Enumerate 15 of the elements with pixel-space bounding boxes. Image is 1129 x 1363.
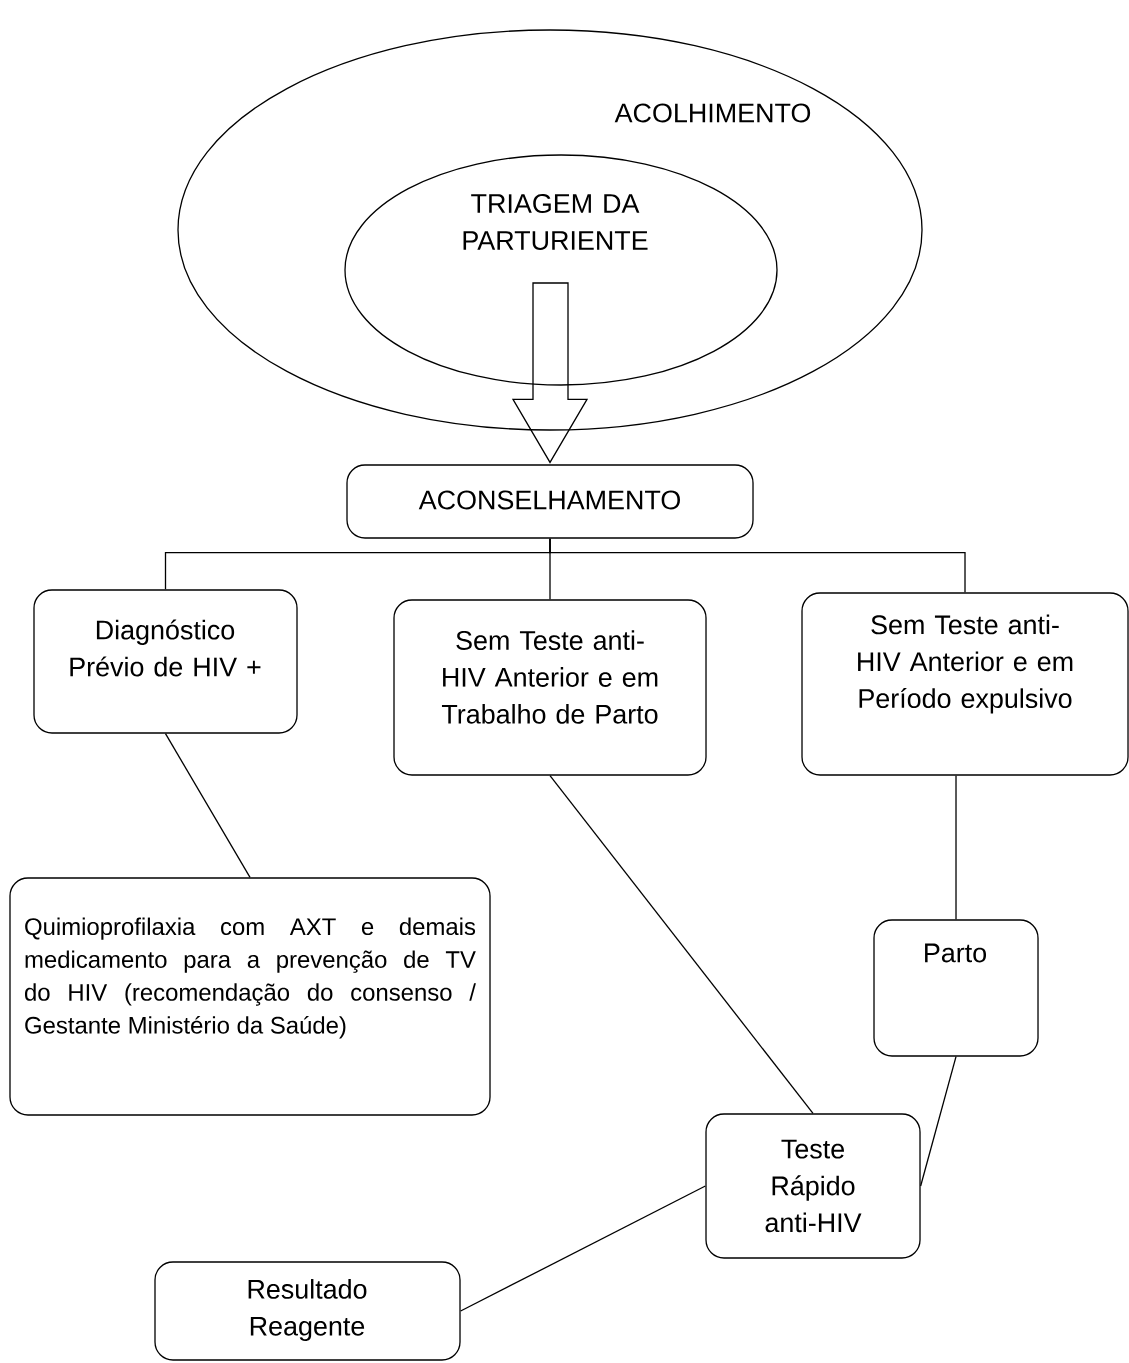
process-box: Teste Rápido anti-HIV	[705, 1113, 921, 1259]
process-box: Diagnóstico Prévio de HIV +	[33, 589, 298, 734]
connector-line	[460, 1185, 706, 1312]
connector-line	[955, 775, 957, 920]
process-box: ACONSELHAMENTO	[346, 464, 754, 539]
process-box: Sem Teste anti-HIV Anterior e em Trabalho de Parto	[393, 599, 707, 776]
process-box: Quimioprofilaxia com AXT e demais medicamento para a prevenção de TV do HIV (recomendação do consenso / Gestante Ministério da Saúde)	[9, 877, 491, 1116]
connector-line	[920, 1056, 957, 1187]
connector-line	[164, 733, 251, 878]
process-box: Sem Teste anti-HIV Anterior e em Período expulsivo	[801, 592, 1129, 776]
connector-line	[549, 538, 966, 593]
process-box: Parto	[873, 919, 1039, 1057]
connector-line	[549, 775, 814, 1114]
process-box: Resultado Reagente	[154, 1261, 461, 1361]
block-arrow	[511, 282, 589, 464]
